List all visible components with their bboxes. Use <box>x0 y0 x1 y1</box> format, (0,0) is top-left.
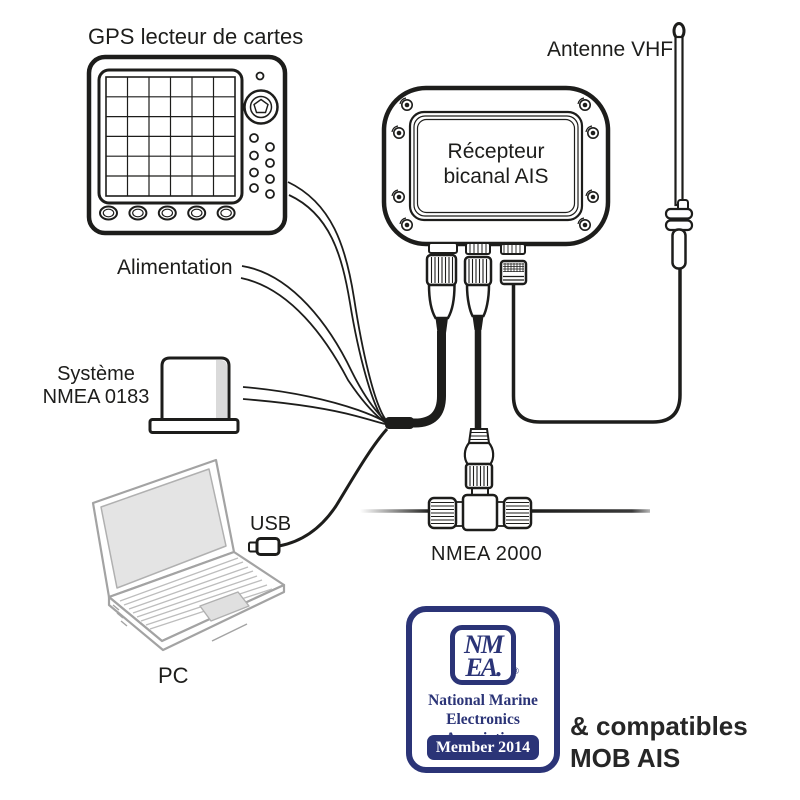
receiver-case <box>381 85 611 247</box>
signal-wires <box>240 181 388 426</box>
power-led <box>255 71 265 81</box>
ais-receiver-label-line2: bicanal AIS <box>443 165 549 188</box>
nmea2000-label: NMEA 2000 <box>431 543 543 565</box>
nmea0183-label: Système NMEA 0183 <box>38 363 154 409</box>
gps-wire-2 <box>288 194 386 423</box>
connector-multi <box>425 253 458 333</box>
multi-cable <box>398 331 446 428</box>
nmea-association-logo: NM EA. ® National Marine Electronics Ass… <box>406 606 560 773</box>
vhf-antenna-label: Antenne VHF <box>547 38 674 61</box>
usb-cable <box>278 428 389 548</box>
compatibles-note: & compatibles MOB AIS <box>570 710 748 774</box>
laptop-ports <box>112 604 128 627</box>
t-connector-icon <box>360 428 650 532</box>
gps-chartplotter-label: GPS lecteur de cartes <box>88 24 304 49</box>
cable-sleeve <box>385 417 414 429</box>
connector-antenna <box>499 259 528 286</box>
gps-wire-1 <box>287 181 387 421</box>
laptop-icon <box>91 458 286 652</box>
antenna-coax-cable <box>511 266 682 424</box>
nmea-org-line1: National Marine <box>428 692 538 709</box>
usb-plug-icon <box>248 537 281 556</box>
nmea0183-label-line1: Système <box>57 363 135 385</box>
laptop-slot <box>211 623 248 642</box>
function-buttons <box>99 205 236 221</box>
nmea0183-wire-1 <box>242 386 388 424</box>
power-wire-2 <box>240 277 387 424</box>
laptop-screen <box>100 468 227 589</box>
nmea0183-label-line2: NMEA 0183 <box>42 386 150 408</box>
laptop-trackpad <box>199 591 250 622</box>
registered-trademark: ® <box>512 666 519 676</box>
compatibles-line2: MOB AIS <box>570 743 681 773</box>
usb-label: USB <box>250 513 292 535</box>
chartplotter-grid <box>105 76 236 197</box>
receiver-panel <box>408 110 584 222</box>
compatibles-line1: & compatibles <box>570 711 748 741</box>
ais-receiver-label: Récepteur bicanal AIS <box>408 139 584 189</box>
nmea0183-device-icon <box>148 356 240 434</box>
receiver-sockets <box>428 242 526 255</box>
nmea2000-plug <box>463 428 495 490</box>
nmea-emblem: NM EA. ® <box>450 625 519 685</box>
nmea-member-banner: Member 2014 <box>427 735 539 760</box>
receiver-screws <box>391 97 599 231</box>
ais-receiver-icon <box>381 85 611 255</box>
nmea-acronym-line2: EA. <box>465 653 502 682</box>
connector-nmea2000 <box>463 255 493 330</box>
ais-receiver-label-line1: Récepteur <box>447 140 545 163</box>
nmea0183-wire-2 <box>242 398 388 426</box>
chartplotter-icon <box>86 54 288 236</box>
nmea-acronym-line1: NM <box>464 630 504 659</box>
keypad-buttons <box>249 133 275 199</box>
laptop-edge <box>107 583 286 652</box>
laptop-keyboard <box>119 557 273 630</box>
dpad-control <box>243 89 279 125</box>
vhf-antenna-icon <box>664 22 694 270</box>
pc-label: PC <box>158 663 189 688</box>
power-label: Alimentation <box>117 256 233 279</box>
power-wire-1 <box>241 265 387 422</box>
